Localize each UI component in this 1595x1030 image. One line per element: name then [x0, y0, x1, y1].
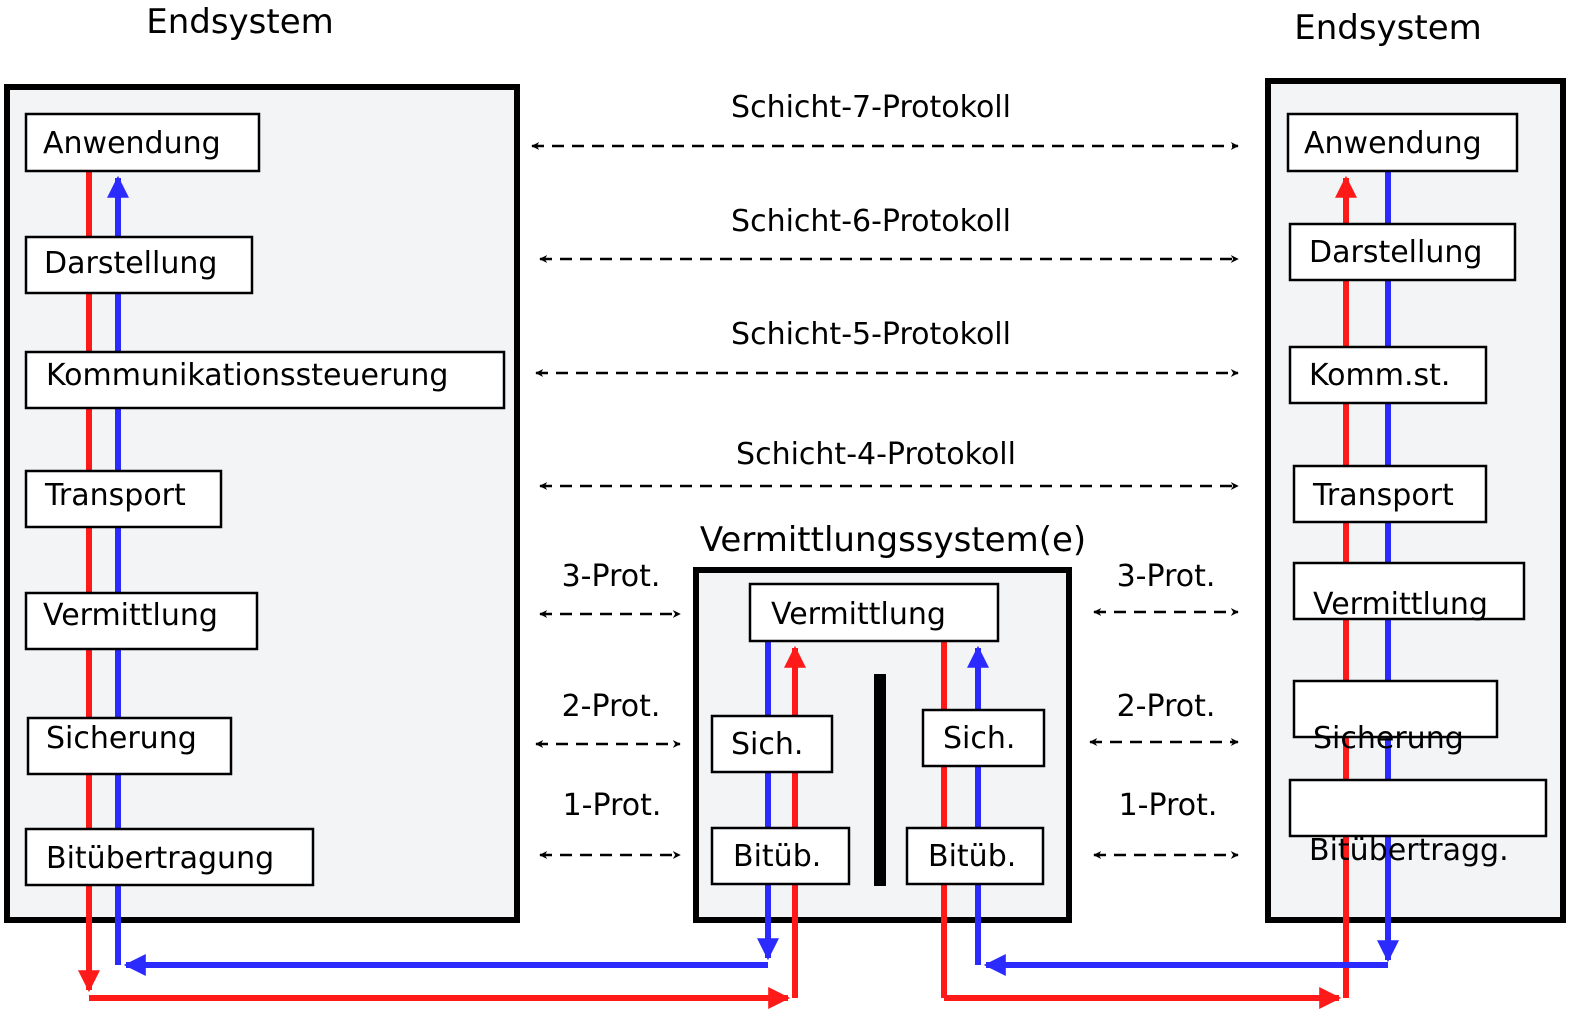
protocol-5-label: Schicht-5-Protokoll — [731, 317, 1011, 352]
right-layer-6: Darstellung — [1288, 222, 1517, 282]
protocol-4-label: Schicht-4-Protokoll — [736, 437, 1016, 472]
relay-left-layer-2: Sich. — [710, 714, 834, 774]
protocol-3-left-label: 3-Prot. — [562, 559, 661, 594]
protocol-2-left-label: 2-Prot. — [562, 689, 661, 724]
svg-text:Vermittlung: Vermittlung — [1313, 587, 1488, 622]
left-layer-4: Transport — [24, 469, 223, 529]
svg-text:Darstellung: Darstellung — [1309, 235, 1482, 270]
right-layer-2: Sicherung — [1292, 679, 1499, 756]
right-layer-5: Komm.st. — [1288, 345, 1488, 405]
left-layer-3: Vermittlung — [24, 591, 259, 651]
relay-right-layer-2: Sich. — [921, 708, 1046, 768]
svg-text:Bitübertragung: Bitübertragung — [46, 841, 274, 876]
protocol-1-right-label: 1-Prot. — [1119, 788, 1218, 823]
left-layer-5: Kommunikationssteuerung — [24, 350, 506, 410]
protocol-1-left-label: 1-Prot. — [563, 788, 662, 823]
protocol-7-label: Schicht-7-Protokoll — [731, 90, 1011, 125]
svg-text:Anwendung: Anwendung — [43, 126, 221, 161]
svg-text:Vermittlung: Vermittlung — [43, 598, 218, 633]
right-layer-4: Transport — [1292, 464, 1488, 524]
left-layer-7: Anwendung — [24, 112, 261, 173]
left-endsystem-title: Endsystem — [146, 2, 334, 42]
left-layer-6: Darstellung — [24, 235, 254, 295]
protocol-6-label: Schicht-6-Protokoll — [731, 204, 1011, 239]
protocol-3-right-label: 3-Prot. — [1117, 559, 1216, 594]
svg-text:Sicherung: Sicherung — [1313, 721, 1464, 756]
relay-system-title: Vermittlungssystem(e) — [700, 520, 1086, 560]
svg-text:Kommunikationssteuerung: Kommunikationssteuerung — [46, 358, 448, 393]
svg-text:Komm.st.: Komm.st. — [1309, 358, 1450, 393]
left-layer-2: Sicherung — [26, 716, 233, 776]
svg-text:Vermittlung: Vermittlung — [771, 597, 946, 632]
svg-text:Anwendung: Anwendung — [1304, 126, 1482, 161]
right-layer-3: Vermittlung — [1292, 561, 1526, 622]
right-layer-7: Anwendung — [1286, 112, 1519, 173]
left-layer-1: Bitübertragung — [24, 827, 315, 887]
svg-text:Transport: Transport — [44, 478, 186, 513]
svg-text:Transport: Transport — [1312, 478, 1454, 513]
relay-layer-3: Vermittlung — [748, 582, 1000, 643]
svg-text:Bitüb.: Bitüb. — [733, 839, 821, 874]
svg-text:Sich.: Sich. — [731, 727, 803, 762]
svg-text:Bitübertragg.: Bitübertragg. — [1309, 833, 1509, 868]
right-endsystem-title: Endsystem — [1294, 8, 1482, 48]
svg-text:Sich.: Sich. — [943, 721, 1015, 756]
svg-text:Sicherung: Sicherung — [46, 721, 197, 756]
relay-separator — [874, 674, 886, 886]
right-layer-1: Bitübertragg. — [1288, 778, 1548, 868]
svg-text:Bitüb.: Bitüb. — [928, 839, 1016, 874]
relay-right-layer-1: Bitüb. — [905, 826, 1045, 886]
svg-text:Darstellung: Darstellung — [44, 246, 217, 281]
relay-left-layer-1: Bitüb. — [710, 826, 851, 886]
protocol-2-right-label: 2-Prot. — [1117, 689, 1216, 724]
